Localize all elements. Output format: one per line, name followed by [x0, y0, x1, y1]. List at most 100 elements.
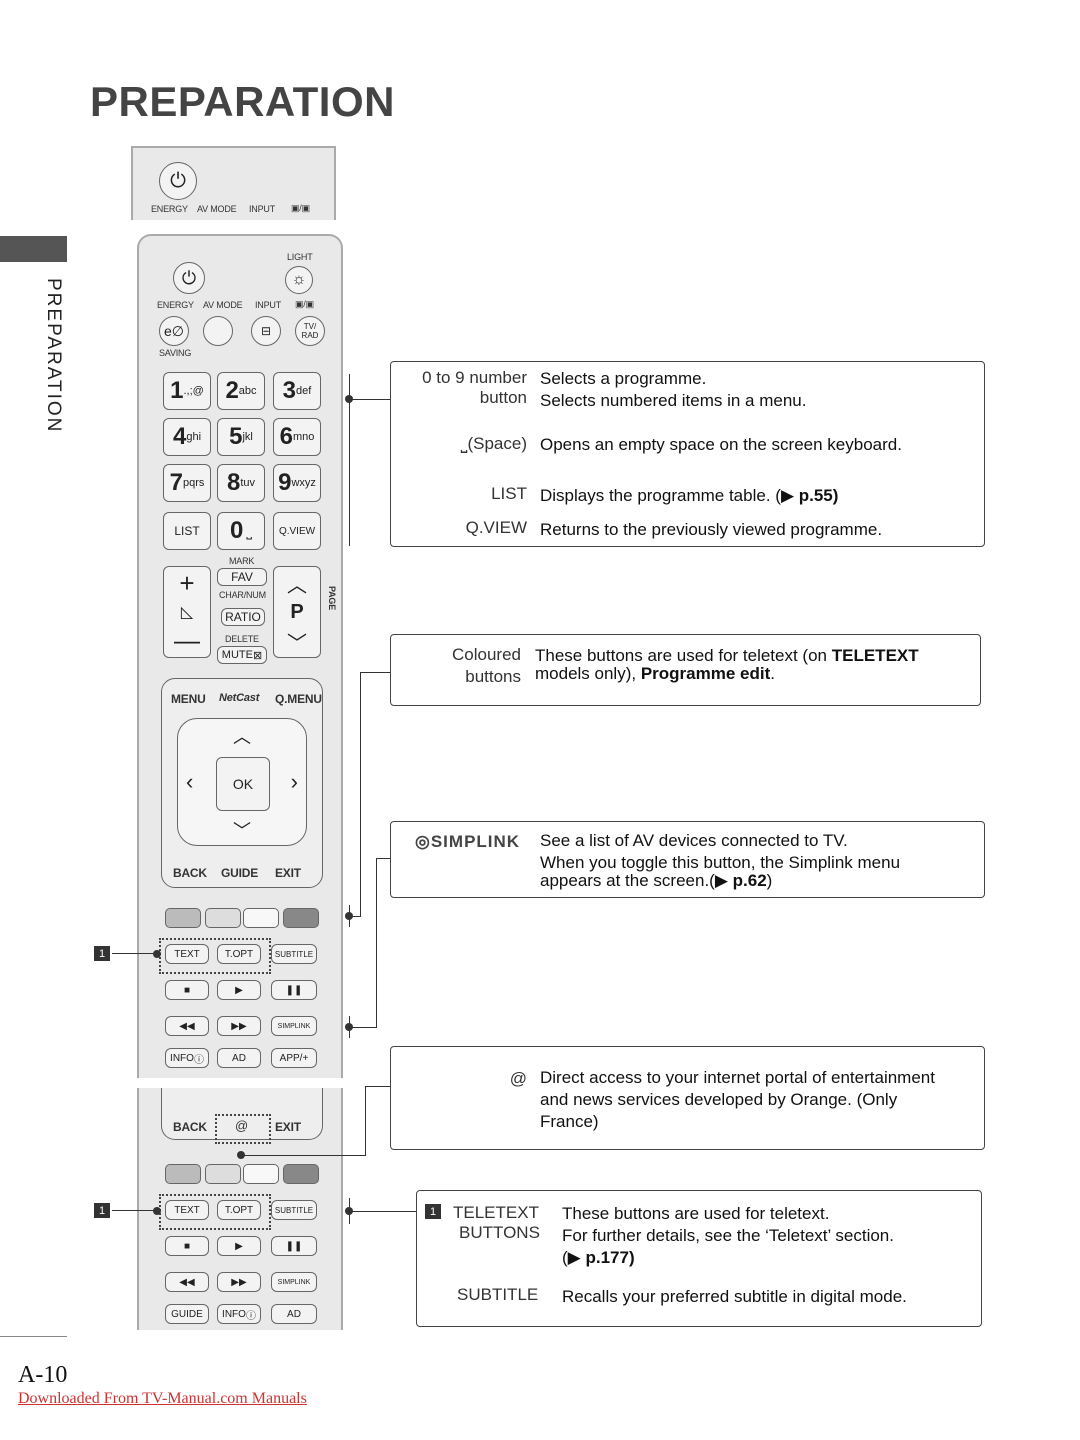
- guide-label: GUIDE: [221, 866, 259, 880]
- stop-button: ■: [165, 1236, 209, 1256]
- exit-label: EXIT: [275, 1120, 301, 1134]
- subtitle-button: SUBTITLE: [271, 1200, 317, 1220]
- minus-icon: —: [174, 624, 200, 655]
- charnum-label: CHAR/NUM: [219, 590, 266, 600]
- input-label: INPUT: [249, 204, 276, 214]
- info-box-teletext: 1 TELETEXT BUTTONS These buttons are use…: [416, 1190, 982, 1327]
- avmode-label: AV MODE: [203, 300, 243, 310]
- chevron-left-icon: ‹: [186, 769, 194, 794]
- connector-at-v: [365, 1086, 366, 1156]
- section-label: PREPARATION: [43, 278, 64, 434]
- blue-button: [283, 908, 319, 928]
- input-label: INPUT: [255, 300, 282, 310]
- info-icon: ⓘ: [245, 1310, 256, 1322]
- ffwd-button: ▶▶: [217, 1016, 261, 1036]
- callout-pin: [153, 1207, 161, 1215]
- connector-pin: [345, 1207, 353, 1215]
- pause-button: ❚❚: [271, 1236, 317, 1256]
- space-icon: ⎵: [246, 522, 252, 539]
- desc-at-3: France): [540, 1112, 599, 1131]
- mark-label: MARK: [229, 556, 255, 566]
- qmenu-label: Q.MENU: [275, 692, 322, 706]
- blue-button: [283, 1164, 319, 1184]
- page-rocker: ︿P﹀: [273, 566, 321, 658]
- at-highlight: [215, 1114, 271, 1144]
- footer-rule: [0, 1336, 67, 1337]
- app-button: APP/+: [271, 1048, 317, 1068]
- rewind-button: ◀◀: [165, 1272, 209, 1292]
- ratio-button: RATIO: [221, 608, 265, 626]
- mute-button: MUTE⊠: [217, 646, 267, 664]
- desc-space: Opens an empty space on the screen keybo…: [540, 435, 902, 454]
- light-button: ☼: [285, 266, 313, 294]
- avmode-button: [203, 316, 233, 346]
- desc-teletext-ref: (▶ p.177): [562, 1248, 635, 1267]
- arrow-right-icon: ▶: [714, 871, 728, 890]
- page-number: A-10: [18, 1362, 68, 1388]
- callout-pin: [153, 950, 161, 958]
- connector-teletext: [350, 1211, 416, 1212]
- exit-label: EXIT: [275, 866, 301, 880]
- ad-button: AD: [217, 1048, 261, 1068]
- tv-rad-button: TV/ RAD: [295, 316, 325, 346]
- info-icon: ⓘ: [193, 1054, 204, 1066]
- remote-body: LIGHT ⏻ ☼ ENERGY AV MODE INPUT ▣/▣ e∅ ⊟ …: [137, 234, 343, 1078]
- desc-number-1: Selects a programme.: [540, 369, 707, 388]
- term-list: LIST: [491, 484, 527, 503]
- energy-label: ENERGY: [151, 204, 188, 214]
- term-coloured: Coloured: [452, 645, 521, 664]
- back-label: BACK: [173, 1120, 207, 1134]
- fav-button: FAV: [217, 568, 267, 586]
- remote-lower-fragment: BACK @ EXIT TEXT T.OPT SUBTITLE ■ ▶ ❚❚ ◀…: [137, 1088, 343, 1330]
- connector-pin: [345, 395, 353, 403]
- desc-teletext-2: For further details, see the ‘Teletext’ …: [562, 1226, 894, 1245]
- bracket-numbers: [349, 374, 350, 546]
- avmode-label: AV MODE: [197, 204, 237, 214]
- energy-saving-button: e∅: [159, 316, 189, 346]
- callout-badge-1: 1: [94, 946, 110, 961]
- chevron-down-icon: ﹀: [233, 821, 251, 841]
- chevron-down-icon: ﹀: [287, 632, 307, 655]
- input-button: ⊟: [251, 316, 281, 346]
- chevron-up-icon: ︿: [287, 574, 307, 597]
- callout-line: [112, 953, 156, 954]
- key-1: 1.,;@: [163, 372, 211, 410]
- delete-label: DELETE: [225, 634, 259, 644]
- simplink-icon: ◎: [415, 832, 431, 851]
- guide-button: GUIDE: [165, 1304, 209, 1324]
- desc-coloured-2: models only), Programme edit.: [535, 664, 775, 683]
- term-space: ⎵(Space): [460, 434, 527, 453]
- connector-coloured-h2: [360, 672, 390, 673]
- term-teletext-2: BUTTONS: [459, 1223, 540, 1242]
- power-button: ⏻: [173, 262, 205, 294]
- yellow-button: [243, 908, 279, 928]
- back-label: BACK: [173, 866, 207, 880]
- connector-at-h2: [365, 1086, 390, 1087]
- power-button: ⏻: [159, 162, 197, 200]
- ok-button: OK: [216, 757, 270, 811]
- term-number-button: 0 to 9 number: [422, 368, 527, 387]
- subtitle-button: SUBTITLE: [271, 944, 317, 964]
- connector-pin: [345, 1023, 353, 1031]
- ffwd-button: ▶▶: [217, 1272, 261, 1292]
- connector-at-h: [242, 1155, 366, 1156]
- stop-button: ■: [165, 980, 209, 1000]
- simplink-button: SIMPLINK: [271, 1016, 317, 1036]
- red-button: [165, 908, 201, 928]
- source-link[interactable]: Downloaded From TV-Manual.com Manuals: [18, 1390, 307, 1407]
- qview-button: Q.VIEW: [273, 512, 321, 550]
- term-qview: Q.VIEW: [465, 518, 527, 537]
- connector-numbers: [350, 399, 390, 400]
- desc-at-1: Direct access to your internet portal of…: [540, 1068, 935, 1087]
- list-button: LIST: [163, 512, 211, 550]
- chevron-right-icon: ›: [290, 769, 298, 794]
- red-button: [165, 1164, 201, 1184]
- play-button: ▶: [217, 1236, 261, 1256]
